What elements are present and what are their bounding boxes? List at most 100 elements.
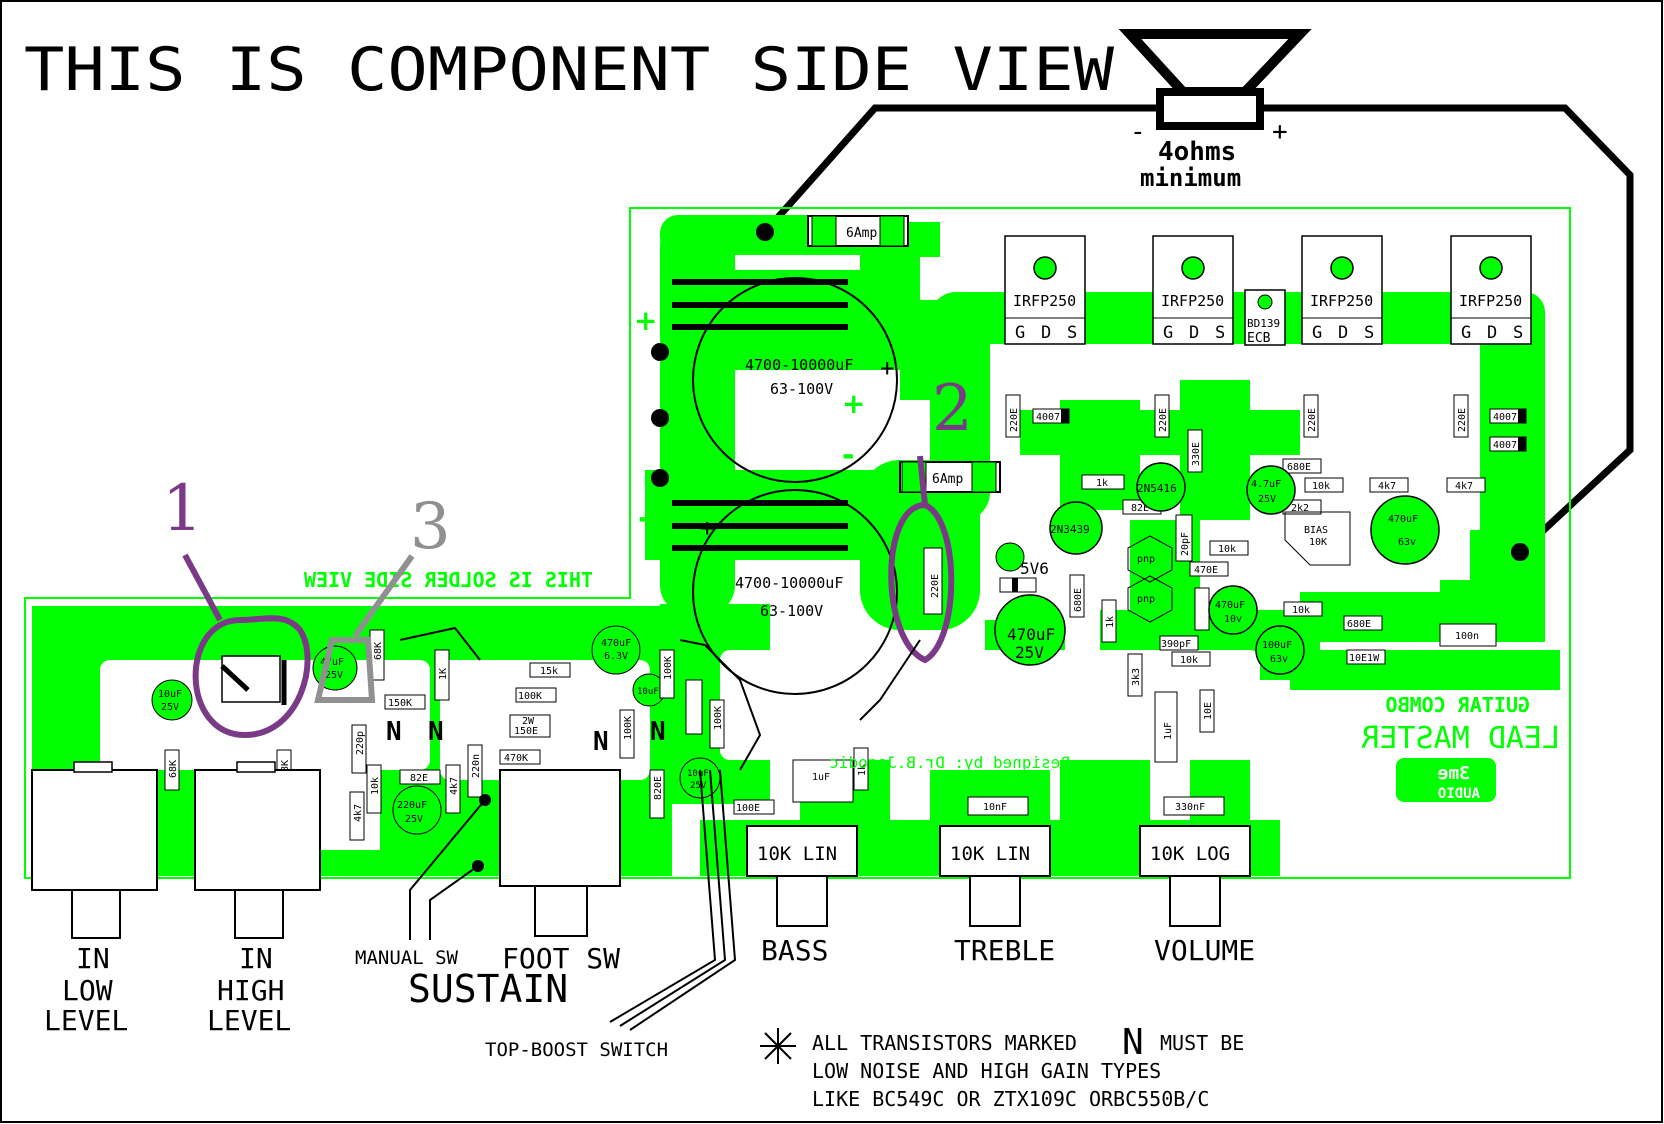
page-title: THIS IS COMPONENT SIDE VIEW — [24, 35, 1115, 105]
svg-text:100uF: 100uF — [1262, 640, 1292, 651]
foot-switch-label: FOOT SW — [502, 942, 620, 975]
speaker-wire-positive — [1260, 104, 1634, 555]
mosfet-pin-label: G — [1461, 323, 1471, 343]
svg-text:100K: 100K — [518, 691, 542, 702]
svg-text:10uF: 10uF — [687, 769, 709, 779]
svg-text:4007: 4007 — [1493, 412, 1517, 423]
svg-text:150E: 150E — [514, 726, 538, 737]
svg-text:10k: 10k — [1312, 481, 1330, 492]
svg-text:100K: 100K — [663, 656, 674, 680]
pot-value: 10K LIN — [950, 843, 1030, 865]
marker-one-component — [220, 655, 287, 705]
svg-text:680E: 680E — [1347, 619, 1371, 630]
filter-capacitor-top: 4700-10000uF 63-100V + — [692, 277, 898, 483]
brand-line-2: LEAD MASTER — [1360, 721, 1560, 756]
rail-minus-label: - — [638, 501, 650, 536]
svg-text:6Amp: 6Amp — [932, 472, 963, 487]
driver-transistors: 2N5416 2N3439 pnp pnp 4.7uF 25V BIAS 10K… — [923, 462, 1440, 675]
mosfet-pin-label: D — [1041, 323, 1051, 343]
svg-text:4k7: 4k7 — [1455, 481, 1473, 492]
svg-text:25V: 25V — [1015, 643, 1044, 662]
svg-text:82E: 82E — [410, 773, 428, 784]
speaker-plus: + — [1272, 117, 1288, 147]
svg-text:10k: 10k — [1180, 655, 1198, 666]
brand-line-1: GUITAR COMBO — [1386, 693, 1531, 717]
svg-text:1k: 1k — [1105, 616, 1116, 628]
svg-text:10k: 10k — [1292, 605, 1310, 616]
svg-text:1uF: 1uF — [1163, 722, 1174, 740]
svg-text:10uF: 10uF — [637, 687, 659, 697]
svg-text:220E: 220E — [1158, 408, 1169, 432]
svg-text:25V: 25V — [161, 702, 179, 713]
mosfet-label: IRFP250 — [1161, 292, 1224, 310]
mosfet-pin-label: S — [1513, 323, 1523, 343]
svg-text:470E: 470E — [1194, 565, 1218, 576]
annotation-marker-3: 3 — [410, 490, 451, 564]
sustain-label: SUSTAIN — [408, 967, 568, 1011]
svg-text:10v: 10v — [1224, 614, 1242, 625]
svg-text:220p: 220p — [355, 731, 366, 755]
svg-text:5V6: 5V6 — [1020, 559, 1049, 578]
svg-text:N: N — [650, 717, 666, 747]
svg-text:100E: 100E — [736, 803, 760, 814]
pot-value: 10K LOG — [1150, 843, 1230, 865]
speaker-impedance: 4ohms — [1158, 137, 1236, 167]
svg-text:330nF: 330nF — [1175, 802, 1205, 813]
annotation-marker-2: 2 — [932, 372, 973, 446]
speaker-minus: - — [1130, 117, 1146, 147]
svg-text:220n: 220n — [471, 754, 482, 778]
svg-text:1K: 1K — [438, 668, 449, 680]
pot-label: VOLUME — [1154, 934, 1255, 967]
svg-text:N: N — [593, 727, 609, 757]
svg-text:N: N — [428, 717, 444, 747]
svg-text:2k2: 2k2 — [1291, 503, 1309, 514]
jack-label-line1: IN — [239, 942, 273, 975]
svg-text:68K: 68K — [168, 760, 179, 778]
asterisk-icon — [760, 1028, 796, 1064]
svg-text:ECB: ECB — [1247, 331, 1271, 346]
filter-capacitor-bottom: 4700-10000uF 63-100V + — [692, 489, 898, 695]
rail-plus-label: + — [634, 304, 657, 337]
svg-text:10k: 10k — [1218, 544, 1236, 555]
svg-text:25V: 25V — [405, 814, 423, 825]
mosfet-pin-label: S — [1364, 323, 1374, 343]
designer-credit: Designed by: Dr.B.Jagodic — [829, 753, 1070, 772]
svg-text:4.7uF: 4.7uF — [1251, 479, 1281, 490]
svg-text:220E: 220E — [1307, 408, 1318, 432]
svg-text:4k7: 4k7 — [449, 777, 460, 795]
svg-text:100n: 100n — [1455, 631, 1479, 642]
svg-text:AUDIO: AUDIO — [1438, 786, 1480, 802]
jack-label-line2: HIGH — [217, 974, 284, 1007]
pot-label: BASS — [761, 934, 828, 967]
svg-text:2N3439: 2N3439 — [1050, 523, 1090, 536]
mosfet-pin-label: D — [1487, 323, 1497, 343]
mosfet-pin-label: S — [1215, 323, 1225, 343]
svg-text:470K: 470K — [504, 753, 528, 764]
svg-text:BIAS: BIAS — [1304, 525, 1328, 536]
svg-text:pnp: pnp — [1137, 594, 1155, 605]
mosfet-pin-label: S — [1067, 323, 1077, 343]
svg-text:10E1W: 10E1W — [1349, 653, 1380, 664]
pot-label: TREBLE — [954, 934, 1055, 967]
jack-label-line1: IN — [76, 942, 110, 975]
svg-text:100K: 100K — [713, 706, 724, 730]
svg-text:1uF: 1uF — [812, 772, 830, 783]
svg-text:LOW NOISE AND HIGH GAIN TYPES: LOW NOISE AND HIGH GAIN TYPES — [812, 1059, 1161, 1083]
svg-text:63v: 63v — [1270, 654, 1288, 665]
svg-text:100K: 100K — [623, 716, 634, 740]
svg-text:4700-10000uF: 4700-10000uF — [745, 356, 853, 374]
svg-text:4007: 4007 — [1036, 412, 1060, 423]
svg-text:4007: 4007 — [1493, 440, 1517, 451]
svg-text:10k: 10k — [370, 777, 381, 795]
svg-text:390pF: 390pF — [1161, 639, 1191, 650]
svg-text:MUST BE: MUST BE — [1160, 1031, 1244, 1055]
svg-text:63-100V: 63-100V — [770, 380, 833, 398]
rail-mid-plus: + — [842, 387, 865, 420]
svg-text:pnp: pnp — [1137, 554, 1155, 565]
